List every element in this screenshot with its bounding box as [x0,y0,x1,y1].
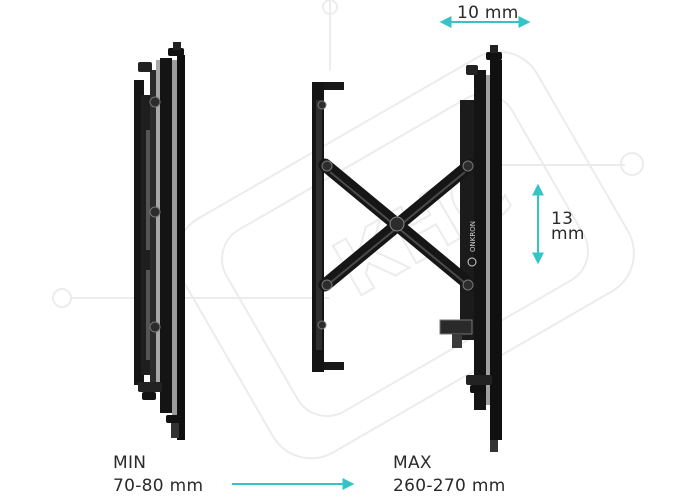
brand-mark: ONKRON [469,221,477,252]
onkron-logo-icon: ONKRON [467,221,477,267]
min-title: MIN [113,453,147,473]
height-dimension-value: 13 [551,209,574,229]
bracket-expanded: ONKRON [312,45,502,452]
max-value: 260-270 mm [393,476,506,496]
bracket-collapsed [134,42,185,440]
max-title: MAX [393,453,432,473]
min-value: 70-80 mm [113,476,204,496]
height-dimension-unit: mm [551,224,585,244]
width-dimension-label: 10 mm [457,3,519,23]
